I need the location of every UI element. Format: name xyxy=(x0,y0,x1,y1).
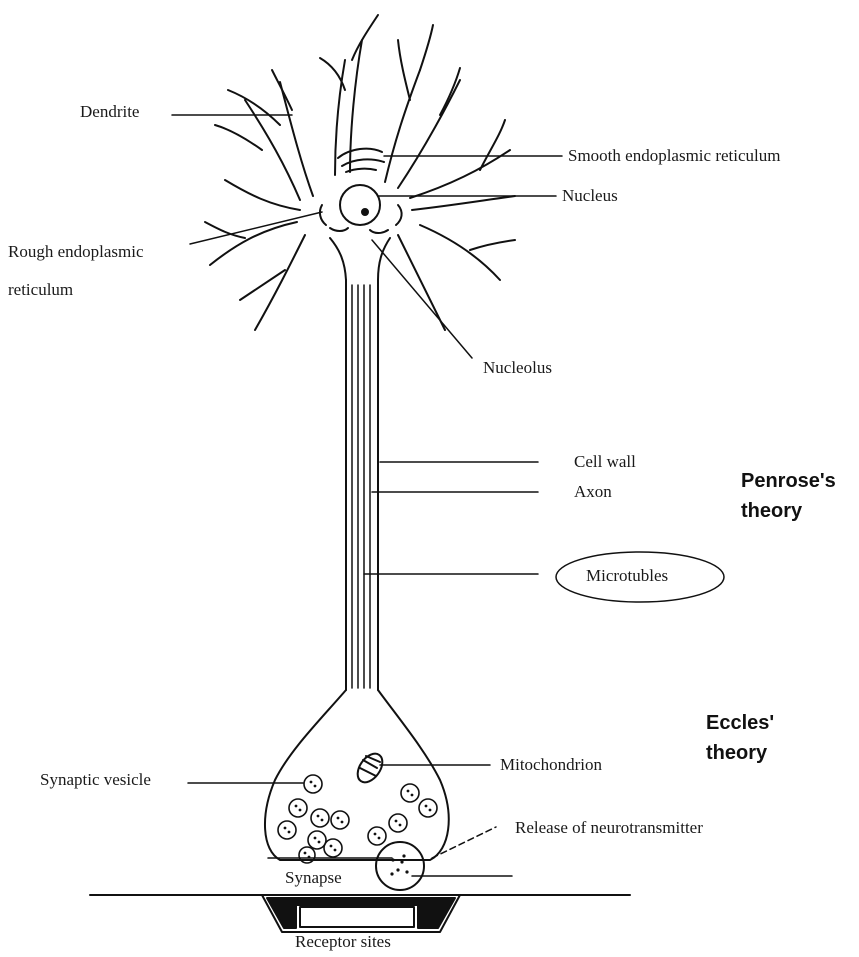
eccles-line2: theory xyxy=(706,738,774,768)
label-dendrite: Dendrite xyxy=(80,102,139,122)
synaptic-vesicles xyxy=(278,775,437,863)
postsynaptic-membrane xyxy=(90,895,630,932)
penrose-line2: theory xyxy=(741,496,836,526)
dendrites xyxy=(205,15,515,330)
label-rough-er-line2: reticulum xyxy=(8,280,73,300)
label-microtubles: Microtubles xyxy=(586,566,668,586)
label-cell-wall: Cell wall xyxy=(574,452,636,472)
penrose-line1: Penrose's xyxy=(741,466,836,496)
axon xyxy=(346,280,378,690)
label-release: Release of neurotransmitter xyxy=(515,818,703,838)
label-mitochondrion: Mitochondrion xyxy=(500,755,602,775)
eccles-theory-label: Eccles' theory xyxy=(706,708,774,768)
penrose-theory-label: Penrose's theory xyxy=(741,466,836,526)
label-synapse: Synapse xyxy=(285,868,342,888)
label-axon: Axon xyxy=(574,482,612,502)
mitochondrion xyxy=(353,749,388,787)
neurotransmitter-release xyxy=(376,842,424,890)
nucleus xyxy=(340,185,380,225)
rough-er xyxy=(320,205,402,233)
smooth-er xyxy=(338,149,384,172)
label-nucleolus: Nucleolus xyxy=(483,358,552,378)
label-smooth-er: Smooth endoplasmic reticulum xyxy=(568,146,780,166)
label-nucleus: Nucleus xyxy=(562,186,618,206)
label-synaptic-vesicle: Synaptic vesicle xyxy=(40,770,151,790)
eccles-line1: Eccles' xyxy=(706,708,774,738)
label-receptor-sites: Receptor sites xyxy=(295,932,391,952)
label-rough-er-line1: Rough endoplasmic xyxy=(8,242,144,262)
